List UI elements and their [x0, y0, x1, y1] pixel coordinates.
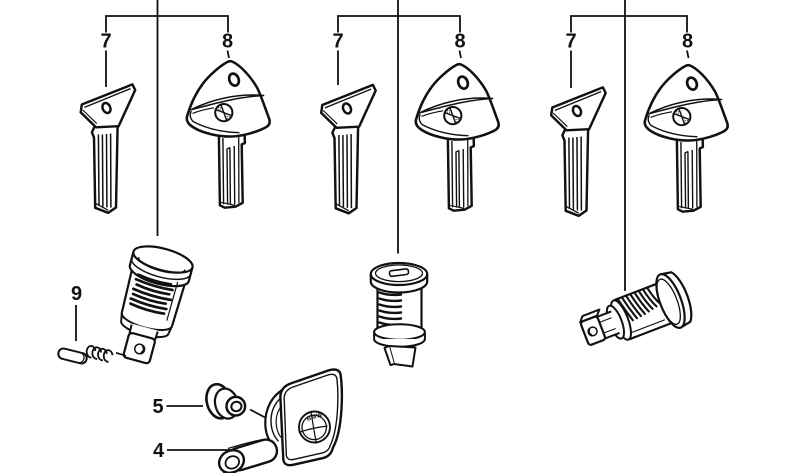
- part-label-head-key-3: 8: [682, 31, 693, 53]
- bracket-group-3: [570, 15, 688, 33]
- leader-head-key-1: [226, 50, 230, 59]
- flat-key-blank-2: [319, 83, 377, 215]
- leader-head-key-3: [686, 50, 690, 59]
- flat-key-blank-1: [79, 83, 137, 215]
- part-label-pin-spring: 9: [71, 283, 82, 305]
- head-key-blank-1: [185, 59, 272, 210]
- pin-and-spring: [57, 345, 127, 365]
- part-label-head-key-2: 8: [454, 31, 465, 53]
- lock-cylinder-left: [120, 245, 194, 365]
- part-label-key-head: 4: [153, 440, 165, 462]
- lock-cylinder-middle: [369, 261, 429, 368]
- emblem-text: BMW: [306, 411, 324, 422]
- grommet: [205, 382, 247, 420]
- part-label-head-key-1: 8: [222, 31, 233, 53]
- head-key-blank-2: [414, 62, 501, 213]
- part-label-flat-key-3: 7: [565, 31, 576, 53]
- flat-key-blank-3: [549, 86, 607, 218]
- bracket-group-1: [105, 15, 229, 33]
- part-label-grommet: 5: [152, 396, 163, 418]
- key-head: BMW: [217, 368, 344, 473]
- callout-lines: [75, 0, 690, 473]
- head-key-blank-3: [643, 63, 730, 214]
- lock-cylinder-right: [579, 271, 693, 346]
- part-labels: 7 8 7 8 7 8 9 5 4: [71, 31, 693, 463]
- part-label-flat-key-2: 7: [332, 31, 343, 53]
- leader-head-key-2: [458, 50, 462, 59]
- bracket-group-2: [337, 15, 461, 33]
- part-label-flat-key-1: 7: [100, 31, 111, 53]
